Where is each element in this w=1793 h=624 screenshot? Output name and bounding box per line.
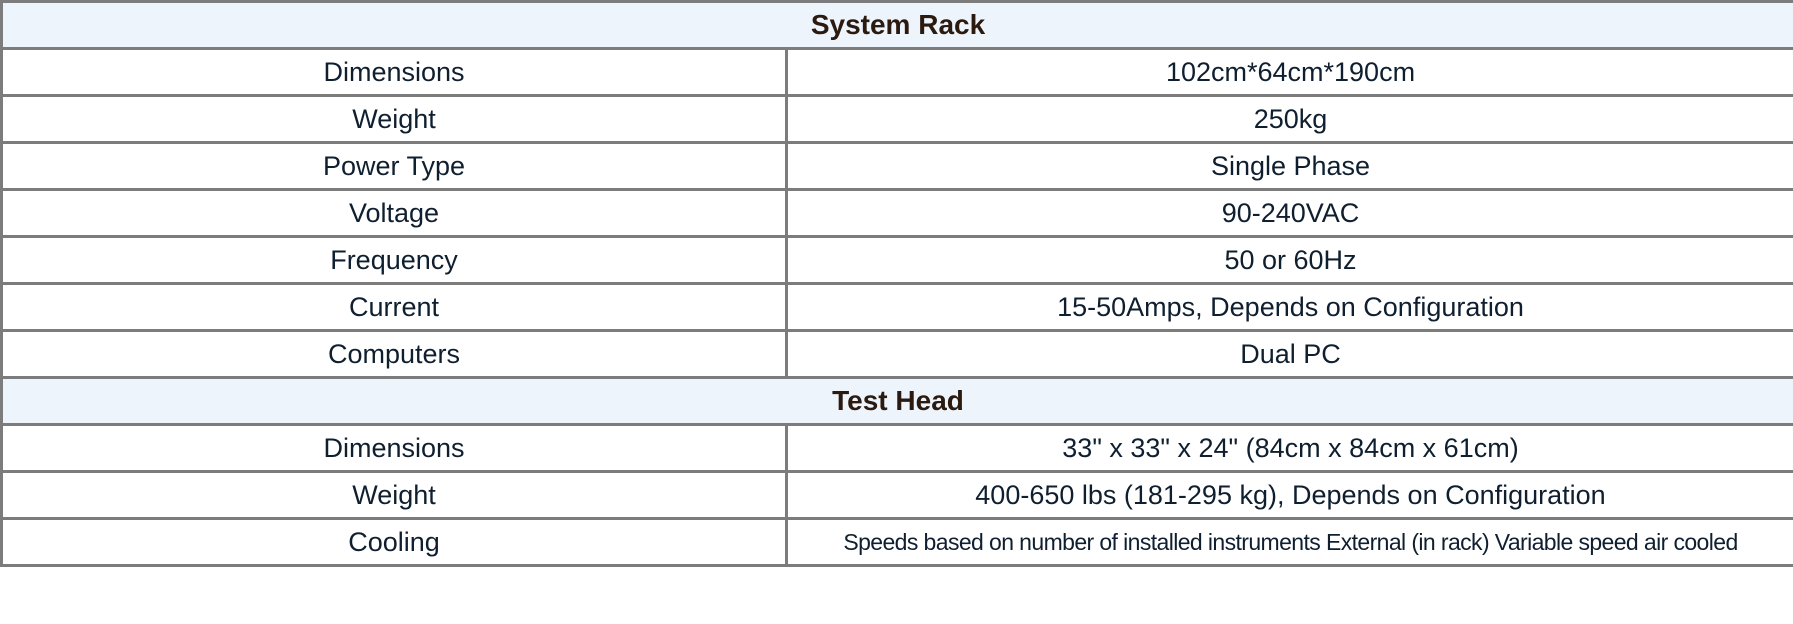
spec-label: Weight	[0, 94, 788, 144]
table-row: Weight 400-650 lbs (181-295 kg), Depends…	[0, 470, 1793, 520]
table-row: Current 15-50Amps, Depends on Configurat…	[0, 282, 1793, 332]
spec-value: 90-240VAC	[785, 188, 1793, 238]
spec-value: Dual PC	[785, 329, 1793, 379]
spec-label: Current	[0, 282, 788, 332]
spec-label: Frequency	[0, 235, 788, 285]
section-title: Test Head	[0, 376, 1793, 426]
spec-label: Dimensions	[0, 47, 788, 97]
spec-value: Single Phase	[785, 141, 1793, 191]
spec-value: Speeds based on number of installed inst…	[785, 517, 1793, 567]
spec-value: 250kg	[785, 94, 1793, 144]
table-row: Dimensions 102cm*64cm*190cm	[0, 47, 1793, 97]
table-row: Dimensions 33" x 33" x 24" (84cm x 84cm …	[0, 423, 1793, 473]
section-header-system-rack: System Rack	[0, 0, 1793, 50]
spec-label: Computers	[0, 329, 788, 379]
table-row: Power Type Single Phase	[0, 141, 1793, 191]
spec-value: 50 or 60Hz	[785, 235, 1793, 285]
spec-label: Power Type	[0, 141, 788, 191]
section-header-test-head: Test Head	[0, 376, 1793, 426]
table-row: Cooling Speeds based on number of instal…	[0, 517, 1793, 567]
spec-label: Voltage	[0, 188, 788, 238]
section-title: System Rack	[0, 0, 1793, 50]
spec-label: Weight	[0, 470, 788, 520]
spec-value: 15-50Amps, Depends on Configuration	[785, 282, 1793, 332]
spec-label: Cooling	[0, 517, 788, 567]
specifications-table: System Rack Dimensions 102cm*64cm*190cm …	[0, 0, 1793, 567]
table-row: Voltage 90-240VAC	[0, 188, 1793, 238]
spec-value: 33" x 33" x 24" (84cm x 84cm x 61cm)	[785, 423, 1793, 473]
table-row: Frequency 50 or 60Hz	[0, 235, 1793, 285]
spec-value: 400-650 lbs (181-295 kg), Depends on Con…	[785, 470, 1793, 520]
table-row: Computers Dual PC	[0, 329, 1793, 379]
table-row: Weight 250kg	[0, 94, 1793, 144]
spec-value: 102cm*64cm*190cm	[785, 47, 1793, 97]
spec-label: Dimensions	[0, 423, 788, 473]
